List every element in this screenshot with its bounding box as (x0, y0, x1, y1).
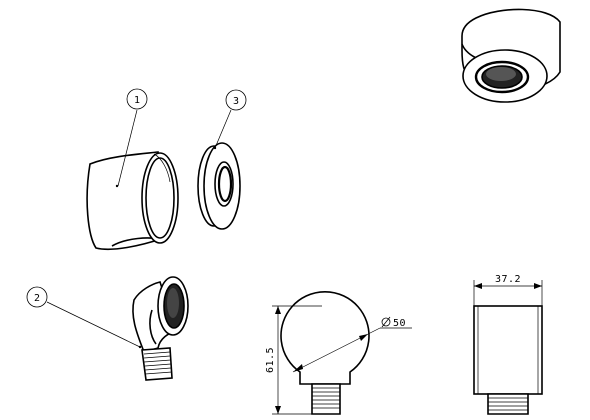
callout-3-label: 3 (233, 96, 239, 107)
body-sleeve-part (86, 151, 179, 251)
diameter-value: 50 (393, 318, 406, 329)
side-view (473, 280, 543, 415)
assembled-product-view (461, 8, 561, 103)
height-value: 61.5 (265, 347, 276, 373)
height-dimension: 61.5 (265, 347, 276, 373)
flange-washer-part (197, 142, 241, 230)
callout-3: 3 (214, 89, 247, 149)
callout-2-label: 2 (34, 293, 40, 304)
front-view (272, 291, 412, 415)
width-dimension: 37.2 (495, 274, 521, 285)
callout-2: 2 (26, 286, 141, 348)
callout-1: 1 (117, 88, 148, 187)
callout-1-label: 1 (134, 95, 140, 106)
diameter-symbol (381, 316, 391, 328)
width-value: 37.2 (495, 274, 521, 285)
elbow-outlet-part (132, 276, 189, 381)
diameter-dimension: 50 (381, 316, 406, 329)
